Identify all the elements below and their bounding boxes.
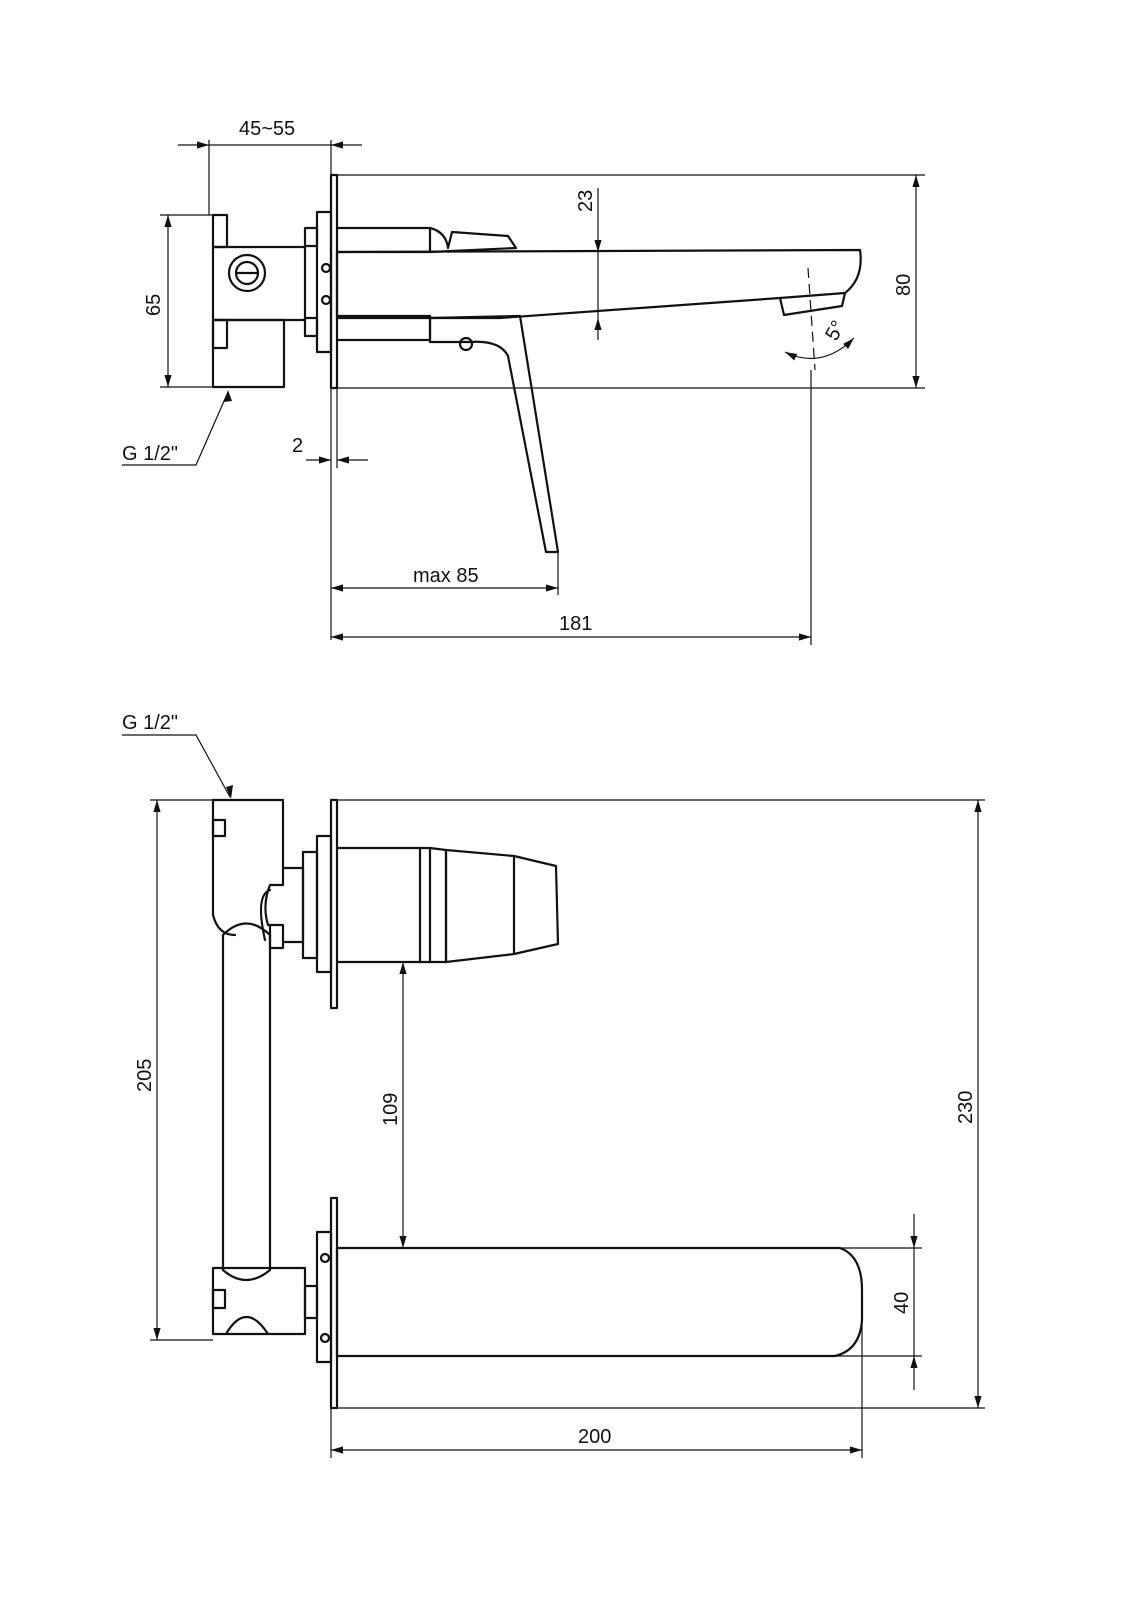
leader-arrow	[224, 390, 232, 402]
angle-arc	[784, 337, 855, 361]
dim-label-plate: 2	[292, 435, 303, 457]
dim-label-spacing: 109	[380, 1093, 402, 1126]
dim-label-spout-length-top: 200	[578, 1426, 611, 1448]
thread-label-top: G 1/2"	[122, 712, 178, 734]
screw	[319, 1252, 331, 1264]
box-tab-top	[211, 213, 229, 249]
angle-label: 5°	[821, 317, 850, 345]
lower-cap	[224, 1316, 270, 1336]
dim-label-body-width: 205	[134, 1059, 156, 1092]
lower-collar	[303, 1284, 319, 1320]
body-neck	[281, 866, 305, 944]
vertical-pipe	[221, 933, 272, 1272]
cartridge-top	[335, 226, 432, 254]
box-lower	[211, 318, 286, 389]
screw-top	[320, 262, 332, 274]
dim-label-wall-depth: 45~55	[239, 118, 295, 140]
body-tab-lower	[211, 1288, 227, 1310]
side-view: 5° 45~55 65 2 G 1/2" 23 80	[122, 118, 925, 645]
body-tab	[211, 818, 227, 838]
spout	[335, 248, 862, 320]
body-curve	[259, 888, 272, 942]
thread-label: G 1/2"	[122, 443, 178, 465]
spout-axis	[807, 267, 816, 371]
pipe-top-cap	[221, 922, 272, 937]
top-view: G 1/2" 205 109 230 40 200	[122, 712, 985, 1458]
concealed-box	[211, 245, 307, 322]
dim-label-spout-drop: 23	[575, 190, 597, 212]
plate-collar-bottom	[303, 316, 319, 338]
cartridge-bottom	[335, 314, 432, 342]
body-lower	[211, 1266, 307, 1336]
box-tab-bottom	[211, 318, 229, 350]
dim-label-box-height: 65	[143, 294, 165, 316]
spout	[335, 1246, 864, 1358]
cartridge-ring	[418, 846, 432, 964]
lever	[428, 314, 560, 554]
plate-flange	[315, 210, 333, 354]
upper-flange	[315, 834, 333, 974]
leader-line	[122, 734, 231, 798]
leader-arrow	[226, 785, 233, 799]
knob-base	[428, 846, 448, 964]
pipe-bottom-cap	[221, 1268, 272, 1282]
screw	[319, 1332, 331, 1344]
knob-top	[428, 226, 518, 254]
aerator	[778, 291, 847, 317]
knob	[444, 848, 560, 964]
dim-label-spout-width: 40	[891, 1292, 913, 1314]
lever-pivot	[458, 336, 474, 352]
cartridge-body	[335, 846, 422, 964]
plate-collar-top	[303, 226, 319, 248]
dim-label-spout-length: 181	[559, 613, 592, 635]
inlet-ring-outer	[227, 253, 267, 293]
dim-label-total-height: 80	[893, 274, 915, 296]
screw-bottom	[320, 294, 332, 306]
dim-label-lever: max 85	[413, 565, 479, 587]
upper-collar	[301, 850, 319, 960]
body-upper	[211, 798, 285, 950]
leader-line	[122, 391, 229, 466]
dim-label-total-width: 230	[955, 1091, 977, 1124]
